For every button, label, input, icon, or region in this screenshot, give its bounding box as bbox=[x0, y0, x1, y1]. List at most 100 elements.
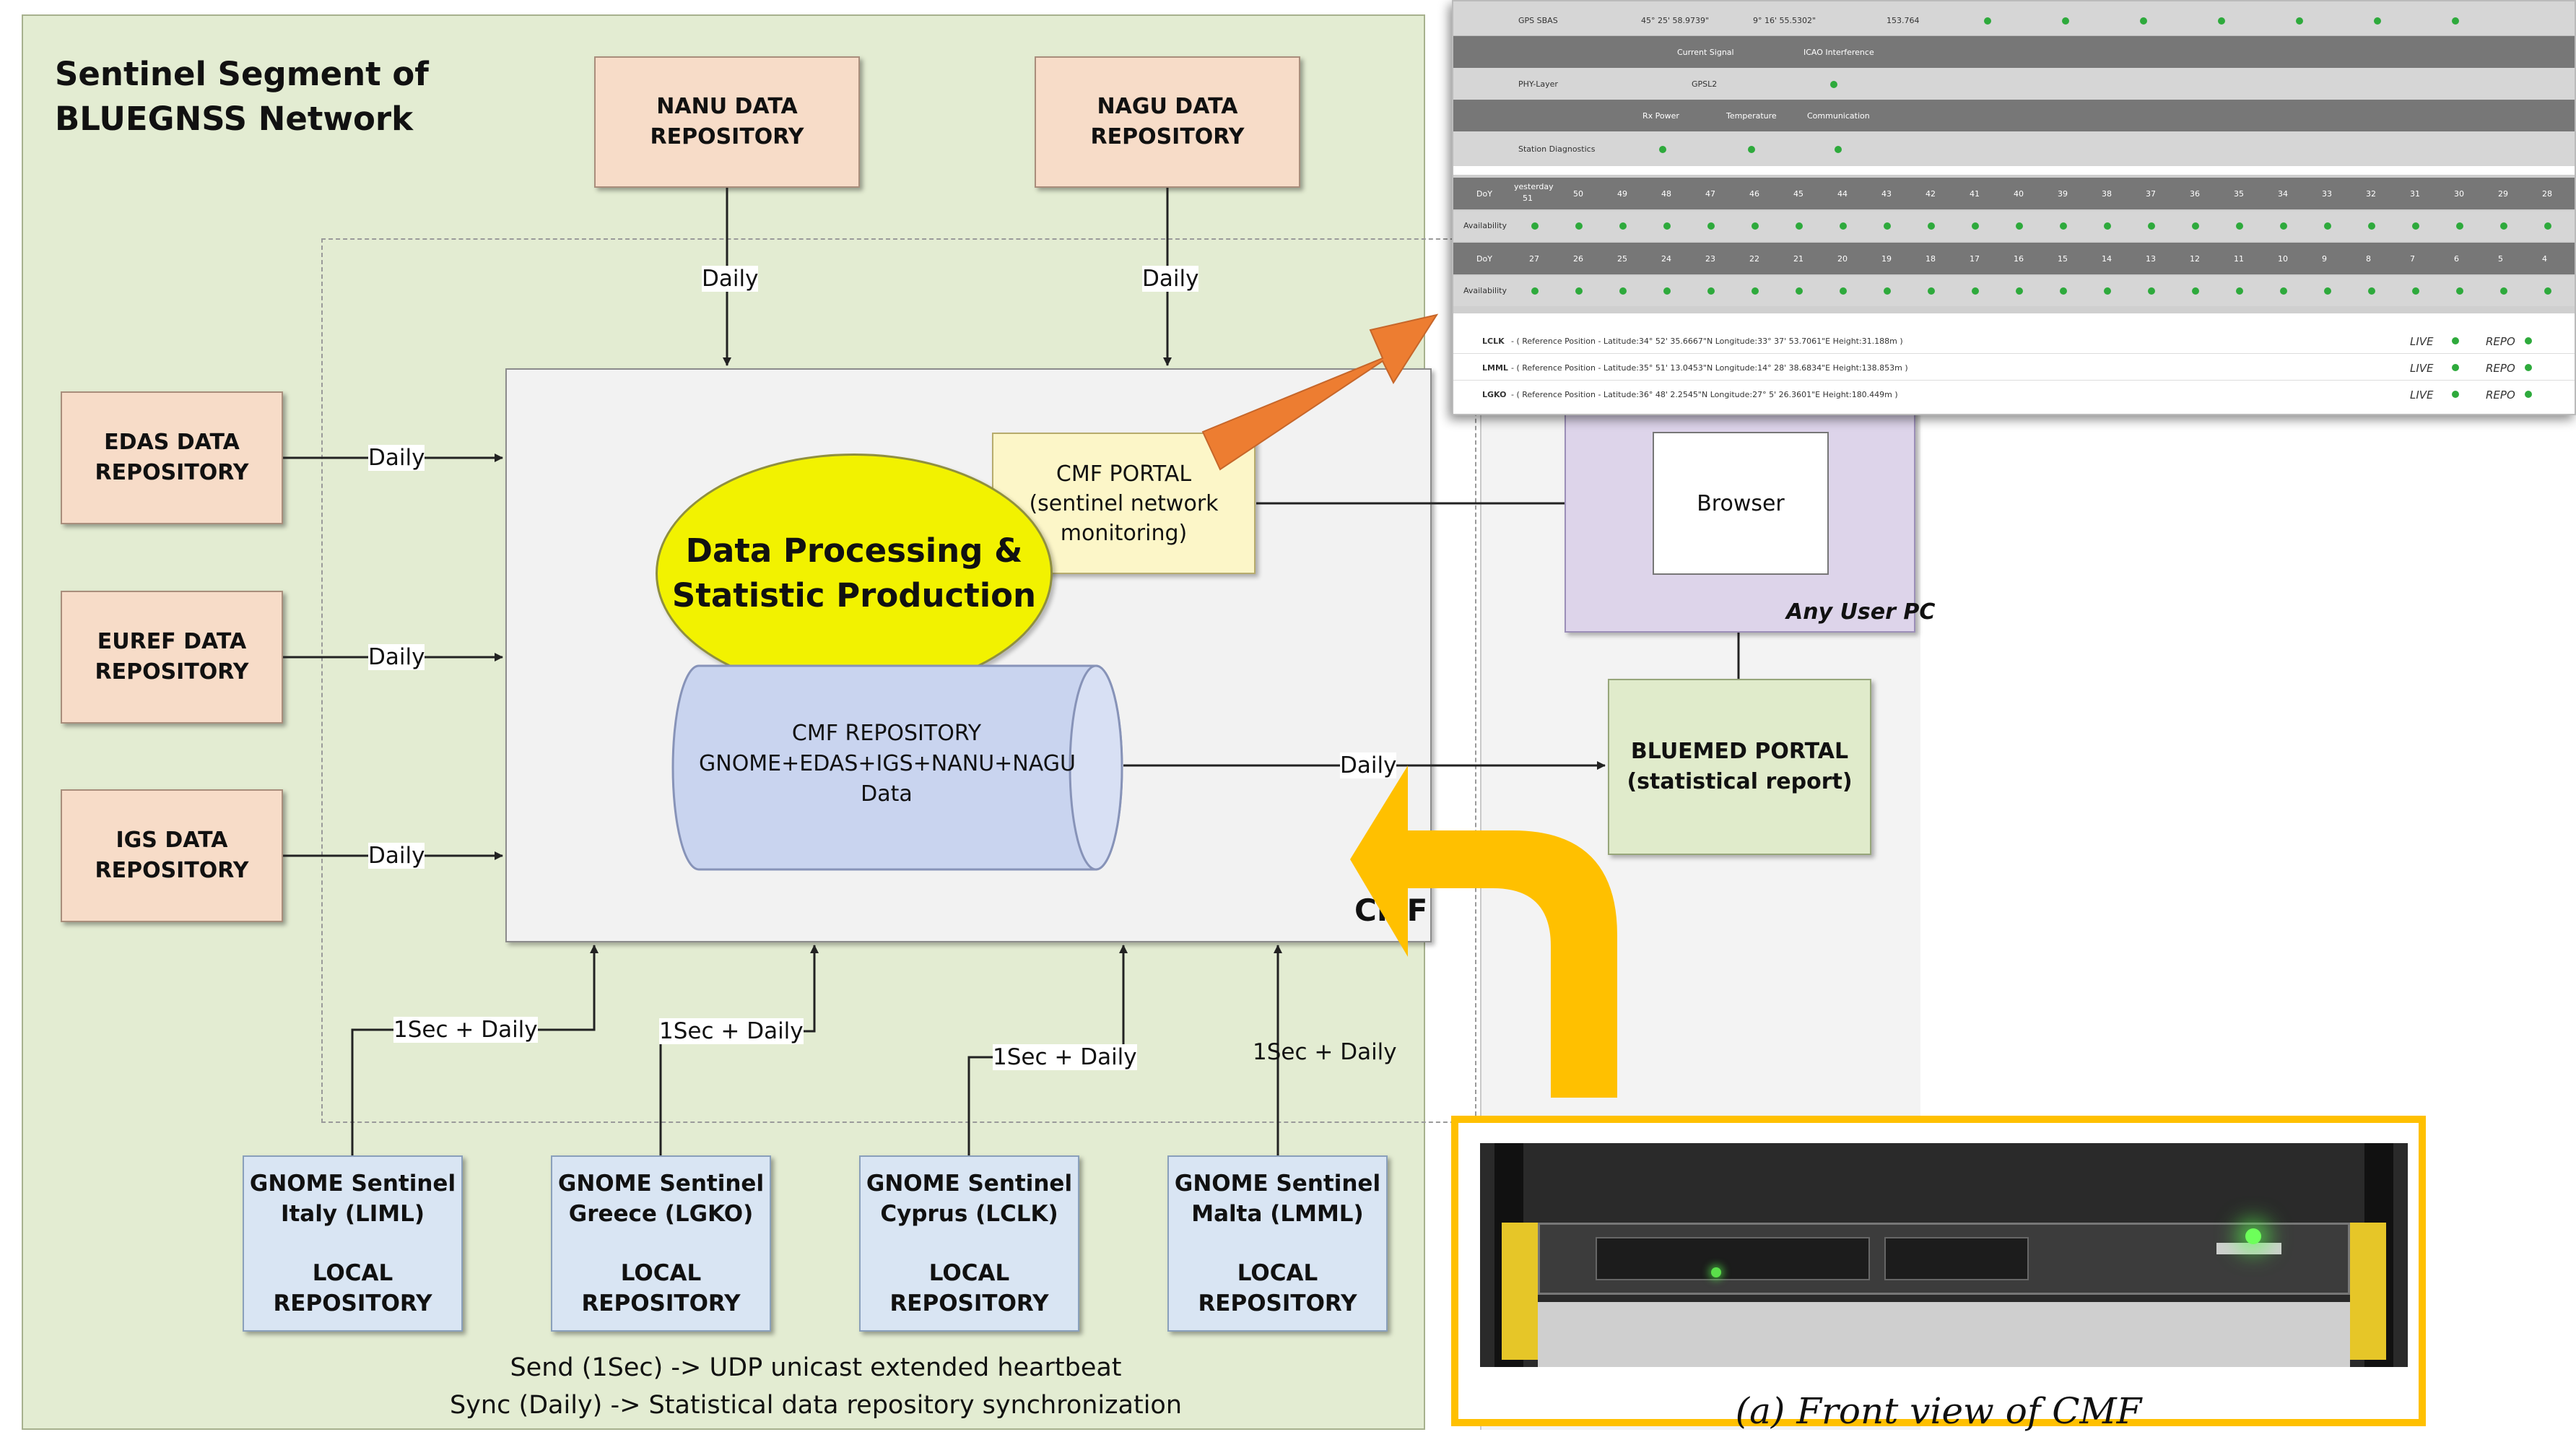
bluemed-line-1: BLUEMED PORTAL bbox=[1630, 739, 1849, 764]
rack-ear-right bbox=[2350, 1223, 2386, 1360]
availability-dot bbox=[1619, 287, 1627, 295]
repo-dot bbox=[2525, 364, 2532, 371]
doy-value: 10 bbox=[2278, 254, 2288, 264]
availability-dot bbox=[1884, 222, 1891, 230]
station-row[interactable]: LCLK - ( Reference Position - Latitude:3… bbox=[1453, 328, 2575, 354]
doy-value: 21 bbox=[1793, 254, 1803, 264]
dashed-group bbox=[321, 238, 1476, 1123]
gps-dot bbox=[2218, 17, 2225, 25]
availability-label: Availability bbox=[1463, 286, 1507, 295]
availability-label: Availability bbox=[1463, 221, 1507, 230]
title-line-2: BLUEGNSS Network bbox=[55, 100, 414, 138]
availability-dot bbox=[2324, 287, 2331, 295]
server-front-label bbox=[2216, 1243, 2281, 1254]
availability-dot bbox=[2368, 222, 2375, 230]
doy-value: 45 bbox=[1793, 189, 1803, 199]
server-drive-bay bbox=[1596, 1237, 1870, 1280]
gps-dot bbox=[2140, 17, 2147, 25]
igs-line-2: REPOSITORY bbox=[95, 858, 249, 883]
availability-dot bbox=[1928, 222, 1935, 230]
any-user-pc-box bbox=[1565, 390, 1915, 633]
doy-value: 48 bbox=[1661, 189, 1671, 199]
label-daily-edas: Daily bbox=[368, 445, 425, 471]
availability-dot bbox=[2060, 287, 2067, 295]
portal-line-2: (sentinel network bbox=[1029, 490, 1219, 516]
sentinel-malta-line-2: Malta (LMML) bbox=[1191, 1201, 1364, 1227]
station-row[interactable]: LGKO - ( Reference Position - Latitude:3… bbox=[1453, 381, 2575, 407]
availability-row-1: Availability bbox=[1453, 211, 2575, 241]
rack-bottom-shelf bbox=[1538, 1302, 2350, 1367]
browser-box: Browser bbox=[1653, 432, 1829, 575]
diag-label: Station Diagnostics bbox=[1518, 144, 1596, 154]
availability-dot bbox=[1531, 287, 1539, 295]
repo-label: REPO bbox=[2486, 389, 2515, 402]
doy-value: 26 bbox=[1573, 254, 1583, 264]
footer-notes: Send (1Sec) -> UDP unicast extended hear… bbox=[404, 1349, 1227, 1424]
doy-value: 6 bbox=[2454, 254, 2459, 264]
availability-dot bbox=[2236, 287, 2243, 295]
panel-phy-row: PHY-Layer GPSL2 bbox=[1453, 68, 2575, 100]
doy-value: 30 bbox=[2454, 189, 2464, 199]
doy-value: 12 bbox=[2190, 254, 2200, 264]
availability-dot bbox=[1884, 287, 1891, 295]
cmf-repository-text: CMF REPOSITORY GNOME+EDAS+IGS+NANU+NAGU … bbox=[699, 719, 1076, 810]
doy-value: 27 bbox=[1529, 254, 1539, 264]
sentinel-malta-line-3: LOCAL REPOSITORY bbox=[1198, 1260, 1357, 1316]
availability-dot bbox=[1707, 222, 1715, 230]
repo-dot bbox=[2525, 337, 2532, 344]
label-daily-nagu: Daily bbox=[1142, 266, 1199, 292]
doy-value: 23 bbox=[1705, 254, 1715, 264]
status-led-icon bbox=[2245, 1228, 2261, 1244]
availability-dot bbox=[1928, 287, 1935, 295]
data-processing-ellipse: Data Processing & Statistic Production bbox=[656, 454, 1053, 693]
diag-col-2: Temperature bbox=[1726, 111, 1777, 121]
gps-dot bbox=[2062, 17, 2069, 25]
processing-line-2: Statistic Production bbox=[671, 576, 1037, 615]
panel-gps-row: GPS SBAS 45° 25' 58.9739" 9° 16' 55.5302… bbox=[1453, 1, 2575, 36]
status-led-icon bbox=[1711, 1267, 1721, 1277]
doy-value: 13 bbox=[2146, 254, 2156, 264]
doy-value: 17 bbox=[1970, 254, 1980, 264]
repo-label: REPO bbox=[2486, 362, 2515, 375]
panel-diag-header: Rx Power Temperature Communication bbox=[1453, 100, 2575, 131]
live-dot bbox=[2452, 337, 2459, 344]
station-row[interactable]: LMML - ( Reference Position - Latitude:3… bbox=[1453, 355, 2575, 381]
doy-value: 42 bbox=[1926, 189, 1936, 199]
portal-line-1: CMF PORTAL bbox=[1056, 461, 1192, 487]
label-daily-bluemed: Daily bbox=[1340, 752, 1397, 778]
availability-dot bbox=[2500, 287, 2507, 295]
availability-dot bbox=[2192, 287, 2199, 295]
doy-value: 24 bbox=[1661, 254, 1671, 264]
live-dot bbox=[2452, 391, 2459, 398]
availability-dot bbox=[2500, 222, 2507, 230]
phy-value: GPSL2 bbox=[1692, 79, 1718, 89]
diag-dot bbox=[1835, 146, 1842, 153]
availability-dot bbox=[2104, 287, 2111, 295]
doy-value: 39 bbox=[2058, 189, 2068, 199]
doy-value: 44 bbox=[1837, 189, 1848, 199]
signal-col-2: ICAO Interference bbox=[1803, 48, 1874, 57]
doy-value: 50 bbox=[1573, 189, 1583, 199]
diag-col-3: Communication bbox=[1807, 111, 1870, 121]
availability-dot bbox=[1840, 287, 1847, 295]
doy-value: 35 bbox=[2234, 189, 2244, 199]
availability-dot bbox=[2060, 222, 2067, 230]
availability-dot bbox=[2412, 222, 2419, 230]
availability-dot bbox=[2412, 287, 2419, 295]
panel-diag-row: Station Diagnostics bbox=[1453, 131, 2575, 166]
doy-label: DoY bbox=[1476, 254, 1492, 264]
bluemed-portal-box: BLUEMED PORTAL (statistical report) bbox=[1608, 679, 1871, 855]
rack-ear-left bbox=[1502, 1223, 1538, 1360]
nanu-line-2: REPOSITORY bbox=[650, 124, 804, 149]
sentinel-greece-line-3: LOCAL REPOSITORY bbox=[581, 1260, 741, 1316]
availability-dot bbox=[2148, 287, 2155, 295]
title-line-1: Sentinel Segment of bbox=[55, 55, 429, 93]
repo-dot bbox=[2525, 391, 2532, 398]
doy-value: 15 bbox=[2058, 254, 2068, 264]
gps-lon: 9° 16' 55.5302" bbox=[1753, 16, 1816, 25]
doy-value: 22 bbox=[1749, 254, 1759, 264]
nanu-line-1: NANU DATA bbox=[656, 94, 798, 119]
